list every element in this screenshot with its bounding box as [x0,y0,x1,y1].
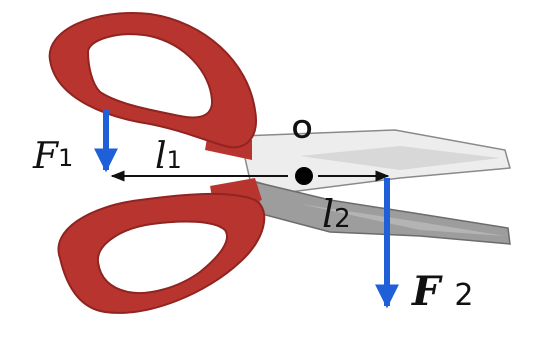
pivot-label: O [292,114,312,144]
lower-handle-ring [57,192,266,314]
upper-handle-ring [48,12,257,149]
pivot-point [295,167,313,185]
lower-blade-edge [300,204,505,236]
upper-blade-bevel [300,146,500,170]
arm-1-label: l1 [155,136,182,177]
force-1-label: F1 [32,136,73,177]
arm-2-label: l2 [322,192,351,236]
